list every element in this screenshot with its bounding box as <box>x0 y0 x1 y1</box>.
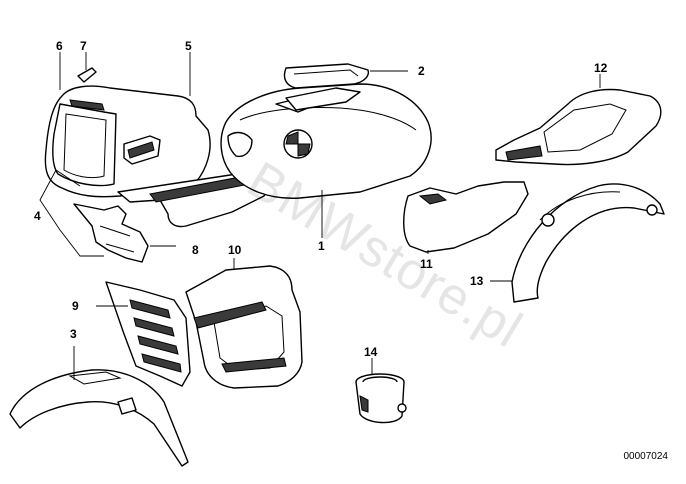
callout-10: 10 <box>228 243 242 257</box>
callout-11: 11 <box>420 257 433 271</box>
callout-5: 5 <box>185 39 192 53</box>
callout-2: 2 <box>418 64 425 78</box>
callout-12: 12 <box>594 61 608 75</box>
callout-7: 7 <box>80 39 87 53</box>
cover-part <box>185 265 303 389</box>
fairing-part <box>44 67 211 198</box>
seat-part <box>495 88 662 166</box>
leader-lines <box>39 52 601 380</box>
callout-1: 1 <box>318 239 325 253</box>
grille-part <box>105 281 191 387</box>
callout-14: 14 <box>364 345 378 359</box>
rear-fender-part <box>511 183 665 303</box>
callout-6: 6 <box>56 39 63 53</box>
bracket-part <box>73 203 149 263</box>
tank-pad-part <box>283 63 370 89</box>
callout-13: 13 <box>470 274 484 288</box>
side-cover-part <box>403 181 529 253</box>
callout-8: 8 <box>192 243 199 257</box>
callout-3: 3 <box>70 327 77 341</box>
callout-4: 4 <box>34 209 41 223</box>
callout-9: 9 <box>72 299 79 313</box>
fuel-tank-part <box>220 83 432 199</box>
front-fender-part <box>9 369 189 467</box>
diagram-id: 00007024 <box>623 451 669 462</box>
sleeve-part <box>355 373 407 424</box>
